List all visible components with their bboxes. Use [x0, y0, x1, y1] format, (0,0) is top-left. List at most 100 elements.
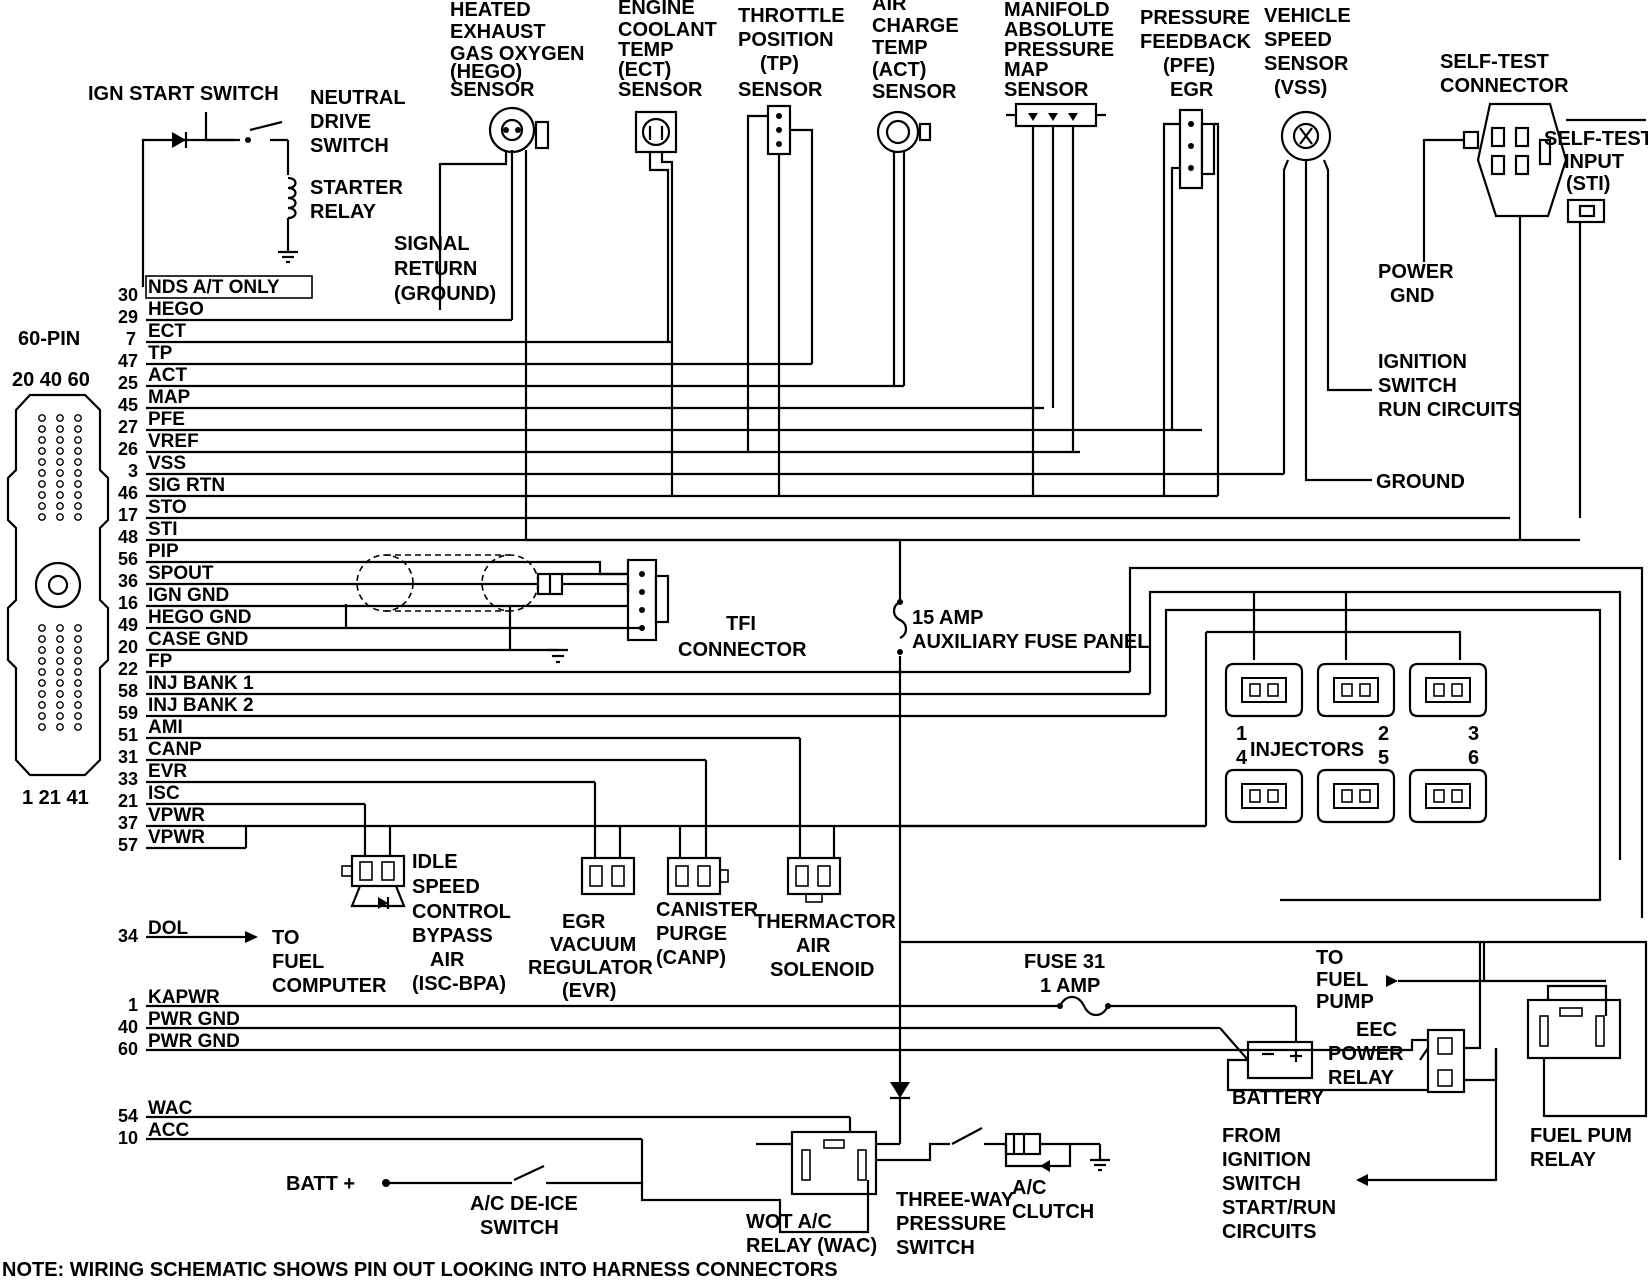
- ecu-pin: [56, 701, 64, 709]
- signal-label: KAPWR: [148, 987, 220, 1008]
- signal-label: FP: [148, 651, 173, 672]
- wot-relay-label-2: RELAY (WAC): [746, 1235, 877, 1257]
- footer-note: NOTE: WIRING SCHEMATIC SHOWS PIN OUT LOO…: [2, 1259, 838, 1280]
- ecu-pin: [38, 436, 46, 444]
- ecu-pin: [74, 657, 82, 665]
- pin-number: 48: [118, 527, 138, 547]
- three-way-switch-blade: [951, 1127, 983, 1145]
- signal-label: VPWR: [148, 827, 205, 848]
- pin-number: 46: [118, 483, 138, 503]
- signal-label: AMI: [148, 717, 183, 738]
- pin-number: 58: [118, 681, 138, 701]
- pin-number: 31: [118, 747, 138, 767]
- starter-relay-coil: [287, 176, 297, 220]
- battery-symbol: [1246, 1040, 1314, 1080]
- ecu-pin: [38, 425, 46, 433]
- neutral-drive-circuit: IGN START SWITCH NEUTRAL DRIVE SWITCH ST…: [88, 83, 406, 287]
- self-test-label-2: CONNECTOR: [1440, 75, 1569, 97]
- injector-number-2: 2: [1378, 723, 1389, 745]
- isc-label-6: (ISC-BPA): [412, 973, 506, 995]
- pin-number: 27: [118, 417, 138, 437]
- starter-relay-label-1: STARTER: [310, 177, 404, 199]
- act-sensor: AIR CHARGE TEMP (ACT) SENSOR: [872, 0, 959, 386]
- pin-number: 22: [118, 659, 138, 679]
- signal-label: SIG RTN: [148, 475, 225, 496]
- ecu-pin: [74, 635, 82, 643]
- ect-label-5: SENSOR: [618, 79, 703, 101]
- pin-number: 3: [128, 461, 138, 481]
- signal-label: MAP: [148, 387, 191, 408]
- self-test-connector: SELF-TEST CONNECTOR SELF-TEST INPUT (STI…: [1378, 51, 1648, 540]
- map-label-1: MANIFOLD: [1004, 0, 1110, 21]
- ecu-pin: [74, 690, 82, 698]
- neutral-drive-label-3: SWITCH: [310, 135, 389, 157]
- three-way-label-3: SWITCH: [896, 1237, 975, 1259]
- pin-number: 29: [118, 307, 138, 327]
- map-label-5: SENSOR: [1004, 79, 1089, 101]
- from-ignition-label-3: SWITCH: [1222, 1173, 1301, 1195]
- pin-number: 40: [118, 1017, 138, 1037]
- ecu-pin: [56, 679, 64, 687]
- injector-connector: [1408, 768, 1488, 824]
- ecu-pin: [56, 513, 64, 521]
- ecu-pin: [38, 679, 46, 687]
- ecu-pin: [56, 646, 64, 654]
- pfe-sensor: PRESSURE FEEDBACK (PFE) EGR: [1140, 7, 1252, 496]
- ecu-pin: [56, 502, 64, 510]
- ecu-pin: [74, 414, 82, 422]
- pin-number: 36: [118, 571, 138, 591]
- canp-label-1: CANISTER: [656, 899, 759, 921]
- evr-label-4: (EVR): [562, 980, 616, 1002]
- pin-number: 33: [118, 769, 138, 789]
- vss-label-4: (VSS): [1274, 77, 1327, 99]
- thermactor-label-3: SOLENOID: [770, 959, 874, 981]
- signal-label: TP: [148, 343, 173, 364]
- tfi-label-2: CONNECTOR: [678, 639, 807, 661]
- ecu-pin: [38, 690, 46, 698]
- tp-label-4: SENSOR: [738, 79, 823, 101]
- signal-label: CANP: [148, 739, 202, 760]
- injector-number-3: 3: [1468, 723, 1479, 745]
- fuse-15-label-2: AUXILIARY FUSE PANEL: [912, 631, 1149, 653]
- signal-label: PIP: [148, 541, 179, 562]
- hego-sensor: HEATED EXHAUST GAS OXYGEN (HEGO) SENSOR …: [394, 0, 900, 542]
- signal-return-label-3: (GROUND): [394, 283, 496, 305]
- fuse-panel: 15 AMP AUXILIARY FUSE PANEL: [892, 540, 1484, 1082]
- ecu-pin: [74, 469, 82, 477]
- starter-relay-label-2: RELAY: [310, 201, 377, 223]
- ect-sensor: ENGINE COOLANT TEMP (ECT) SENSOR: [618, 0, 717, 496]
- pin-number: 57: [118, 835, 138, 855]
- pin-number: 56: [118, 549, 138, 569]
- wac-circuit: A/C CLUTCH THREE-WAY PRESSURE SWITCH WOT…: [286, 1082, 1110, 1259]
- fuse-15-label-1: 15 AMP: [912, 607, 984, 629]
- isc-label-3: CONTROL: [412, 901, 511, 923]
- tfi-label-1: TFI: [726, 613, 756, 635]
- pin-number: 59: [118, 703, 138, 723]
- ign-start-switch-label: IGN START SWITCH: [88, 83, 279, 105]
- pin-number: 45: [118, 395, 138, 415]
- signal-label: STI: [148, 519, 178, 540]
- ecu-pin: [38, 712, 46, 720]
- ecu-pin: [38, 491, 46, 499]
- hego-label-2: EXHAUST: [450, 21, 546, 43]
- ac-clutch-label-1: A/C: [1012, 1177, 1046, 1199]
- signal-label: INJ BANK 1: [148, 673, 254, 694]
- signal-label: DOL: [148, 918, 189, 939]
- sti-label-1: SELF-TEST: [1544, 128, 1648, 150]
- ecu-pin: [56, 447, 64, 455]
- isc-solenoid: IDLE SPEED CONTROL BYPASS AIR (ISC-BPA): [341, 804, 511, 995]
- pfe-label-3: (PFE): [1163, 55, 1215, 77]
- pin-number: 26: [118, 439, 138, 459]
- thermactor-solenoid: THERMACTOR AIR SOLENOID: [754, 738, 896, 981]
- hego-label-1: HEATED: [450, 0, 531, 21]
- canp-solenoid: CANISTER PURGE (CANP): [656, 760, 759, 969]
- fuel-computer-label-3: COMPUTER: [272, 975, 387, 997]
- from-ignition-label-5: CIRCUITS: [1222, 1221, 1316, 1243]
- ecu-pin: [56, 425, 64, 433]
- ecu-pin: [38, 701, 46, 709]
- ecu-pin: [56, 657, 64, 665]
- ac-clutch-label-2: CLUTCH: [1012, 1201, 1094, 1223]
- map-label-3: PRESSURE: [1004, 39, 1114, 61]
- injector-number-4: 4: [1236, 747, 1248, 769]
- signal-label: SPOUT: [148, 563, 214, 584]
